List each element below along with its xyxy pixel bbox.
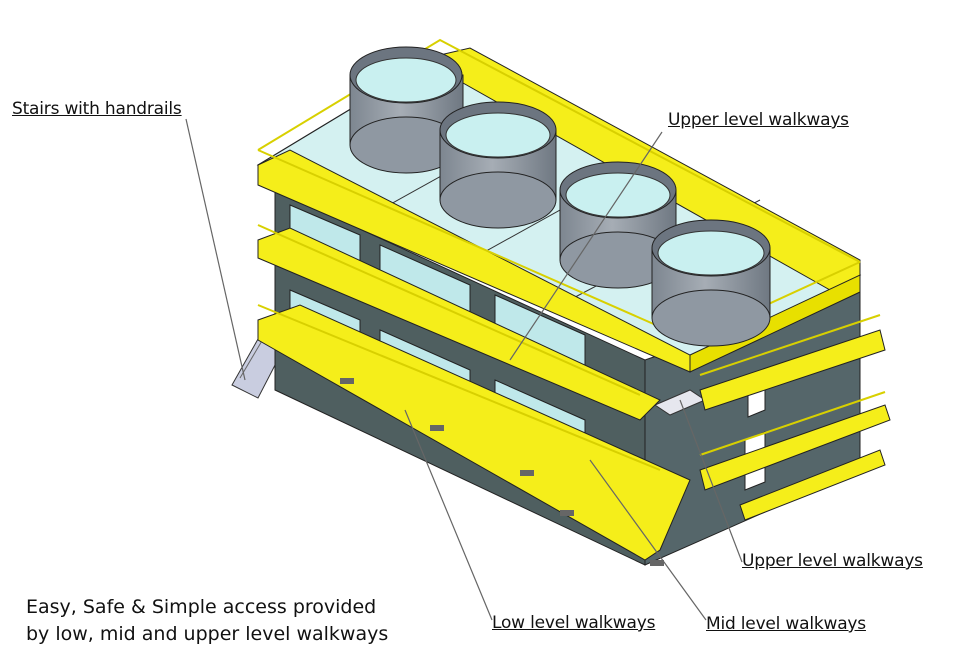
label-upper-level-bottom: Upper level walkways [742,551,923,571]
mid-level-walkway [257,227,886,421]
low-level-walkway [257,304,891,561]
base-skids [340,378,664,566]
fan-shroud-2 [439,101,557,229]
caption: Easy, Safe & Simple access provided by l… [26,594,388,648]
fan-shroud-3 [559,161,677,289]
label-mid-level: Mid level walkways [706,614,866,634]
caption-line-2: by low, mid and upper level walkways [26,623,389,645]
caption-line-1: Easy, Safe & Simple access provided [26,596,377,618]
fan-shroud-4 [651,219,771,347]
label-upper-level-top: Upper level walkways [668,110,849,130]
leader-lines [185,118,743,621]
label-stairs: Stairs with handrails [12,99,182,119]
fan-shroud-1 [349,46,464,174]
label-low-level: Low level walkways [492,613,656,633]
